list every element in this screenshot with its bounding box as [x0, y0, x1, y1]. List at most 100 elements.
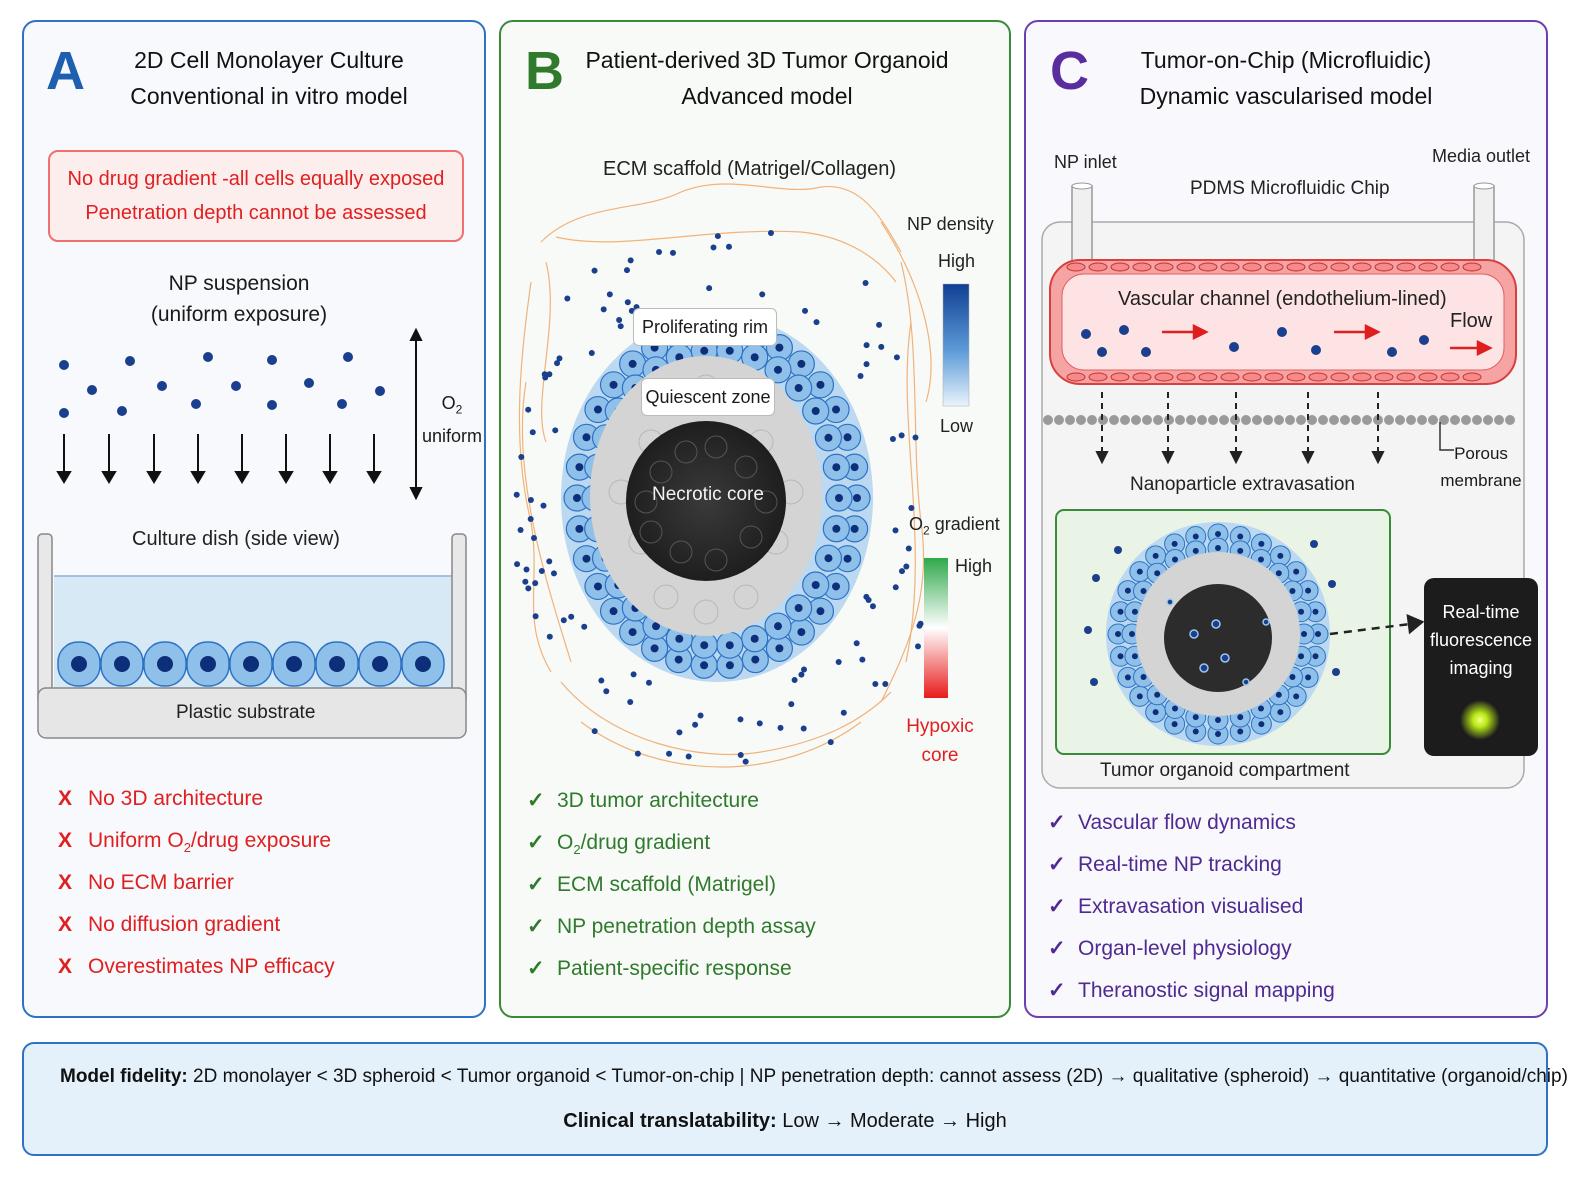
check-icon: ✓	[527, 915, 545, 938]
np-dot	[798, 671, 805, 678]
np-dot	[541, 371, 548, 378]
list-item-text-suffix: /drug gradient	[580, 831, 711, 854]
list-item: ✓Real-time NP tracking	[1048, 844, 1335, 886]
list-item-text: Uniform O	[88, 829, 184, 852]
panel-a-illustration	[37, 327, 467, 739]
membrane-pore	[1472, 415, 1482, 425]
np-dot	[813, 319, 820, 326]
rim-cell	[665, 645, 693, 674]
cross-icon: X	[58, 913, 73, 936]
rim-cell	[833, 545, 862, 573]
endothelial-cell	[1374, 372, 1394, 382]
check-icon: ✓	[1048, 937, 1066, 960]
check-icon: ✓	[1048, 811, 1066, 834]
endothelial-cell	[1418, 262, 1438, 272]
rim-cell	[764, 612, 792, 640]
rim-cell	[802, 571, 830, 599]
membrane-pore	[1505, 415, 1515, 425]
np-dot	[517, 526, 524, 533]
list-item-text: Extravasation visualised	[1078, 895, 1304, 918]
np-dot	[777, 724, 784, 731]
np-dot	[912, 434, 919, 441]
np-dot	[522, 578, 529, 585]
list-item-text: Organ-level physiology	[1078, 937, 1292, 960]
membrane-pore	[1142, 415, 1152, 425]
imaging-arrow	[1329, 613, 1425, 636]
porous-line2: membrane	[1440, 471, 1522, 490]
np-dot	[600, 306, 607, 313]
chip-organoid	[1106, 522, 1330, 746]
rim-cell	[599, 597, 628, 625]
chip-rim-cell	[1304, 601, 1326, 623]
np-suspension-line2: (uniform exposure)	[150, 303, 328, 326]
np-dot	[697, 712, 704, 719]
membrane-pore	[1208, 415, 1218, 425]
endothelial-cell	[1330, 262, 1350, 272]
np-density-scale	[942, 283, 970, 407]
np-dot	[656, 249, 663, 256]
np-dot	[669, 249, 676, 256]
membrane-pore	[1296, 415, 1306, 425]
endothelial-cell	[1462, 372, 1482, 382]
np-dot	[800, 725, 807, 732]
membrane-pore	[1395, 415, 1405, 425]
np-dot	[627, 699, 634, 706]
np-dot	[591, 267, 598, 274]
endothelial-cell	[1242, 262, 1262, 272]
membrane-pore	[1219, 415, 1229, 425]
np-dot	[892, 527, 899, 534]
porous-membrane-label: Porous membrane	[1438, 440, 1524, 494]
np-dot	[835, 658, 842, 665]
culture-dish-label: Culture dish (side view)	[132, 528, 340, 550]
np-dot	[863, 361, 870, 368]
chip-rim-cell	[1250, 713, 1272, 735]
panel-c-title-line2: Dynamic vascularised model	[1139, 83, 1433, 109]
np-suspension-line1: NP suspension	[168, 272, 310, 295]
np-dot	[529, 429, 536, 436]
np-dot	[827, 739, 834, 746]
membrane-pore	[1065, 415, 1075, 425]
rim-cell	[787, 618, 815, 646]
membrane-pore	[1461, 415, 1471, 425]
rim-cell	[825, 484, 853, 512]
endothelial-cell	[1396, 372, 1416, 382]
check-icon: ✓	[527, 957, 545, 980]
membrane-pore	[1340, 415, 1350, 425]
membrane-pore	[1197, 415, 1207, 425]
np-scatter-dots	[513, 229, 924, 765]
warning-line-2: Penetration depth cannot be assessed	[85, 202, 427, 224]
panel-letter-a: A	[46, 41, 85, 101]
o2-gradient-high: High	[955, 556, 993, 576]
np-dot	[527, 515, 534, 522]
ecm-fibers	[518, 183, 932, 768]
np-dot	[676, 729, 683, 736]
np-dot	[527, 496, 534, 503]
membrane-pore	[1054, 415, 1064, 425]
np-dot	[865, 596, 872, 603]
np-dot	[514, 561, 521, 568]
panel-a-title-line2: Conventional in vitro model	[130, 83, 408, 109]
check-icon: ✓	[527, 789, 545, 812]
hypoxic-line2: core	[921, 745, 959, 766]
np-dot	[624, 299, 631, 306]
extravasation-arrows	[1095, 392, 1385, 465]
panel-b-3d-organoid: B Patient-derived 3D Tumor Organoid Adva…	[499, 20, 1011, 1018]
panel-a-title-line1: 2D Cell Monolayer Culture	[134, 47, 404, 73]
chip-organoid-np-dots	[1166, 598, 1270, 686]
np-dot	[908, 505, 915, 512]
vascular-channel-label: Vascular channel (endothelium-lined)	[1118, 288, 1447, 310]
np-inlet-label: NP inlet	[1054, 152, 1117, 172]
no-gradient-warning-box: No drug gradient -all cells equally expo…	[48, 150, 464, 242]
proliferating-rim-label: Proliferating rim	[633, 308, 777, 346]
np-dot	[645, 679, 652, 686]
o2-gradient-symbol: O	[909, 514, 924, 534]
rim-cell	[764, 356, 792, 384]
membrane-pore	[1087, 415, 1097, 425]
np-dot	[617, 323, 624, 330]
o2-gradient-word: gradient	[929, 514, 1000, 534]
np-dot	[788, 701, 795, 708]
membrane-pore	[1307, 415, 1317, 425]
porous-line1: Porous	[1454, 444, 1508, 463]
